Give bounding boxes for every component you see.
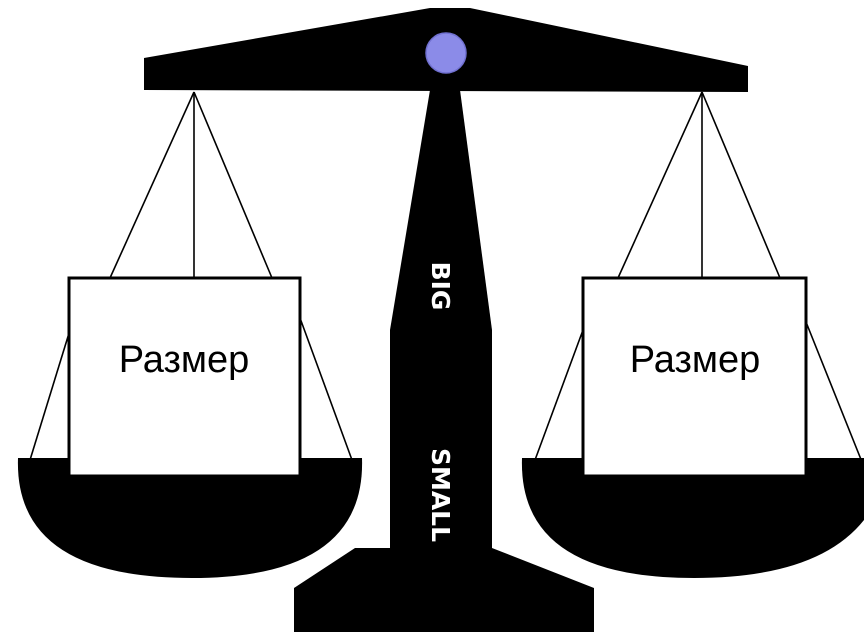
scale-post [390,90,492,552]
left-box-label: Размер [119,339,250,381]
right-pan-ropes [534,91,863,463]
right-pan [521,458,864,578]
left-pan-ropes [29,91,353,461]
right-box-label: Размер [630,339,761,381]
post-label-big: BIG [426,262,455,311]
pivot-knob [425,32,467,74]
right-weight-box: Размер [581,276,808,478]
post-label-small: SMALL [426,448,455,542]
left-pan [17,458,363,578]
scale-base [294,548,594,632]
left-weight-box: Размер [67,276,302,478]
